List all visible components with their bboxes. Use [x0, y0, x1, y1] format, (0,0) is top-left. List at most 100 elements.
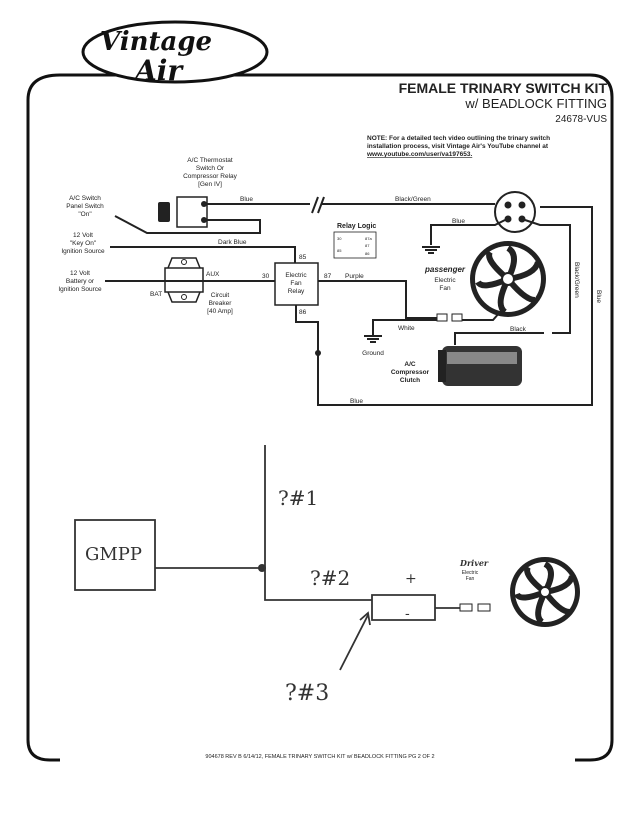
- fan-label-2: Fan: [439, 285, 451, 292]
- part-number: 24678-VUS: [555, 114, 607, 125]
- doc-subtitle: w/ BEADLOCK FITTING: [464, 96, 607, 111]
- thermostat-switch-icon: [158, 202, 170, 222]
- driver-fan-icon: [510, 557, 580, 627]
- svg-text:Ignition Source: Ignition Source: [61, 248, 105, 255]
- svg-text:87: 87: [365, 243, 370, 248]
- electric-fan-icon: [470, 241, 546, 317]
- gmpp-box: [74, 519, 156, 591]
- question-3: ?#3: [285, 681, 329, 706]
- bat-label: BAT: [150, 291, 162, 298]
- battery-label: 12 Volt Battery or Ignition Source: [58, 270, 102, 293]
- svg-text:"Key On": "Key On": [70, 240, 97, 247]
- relay-logic-pins: 30 87a 87 85 86: [337, 236, 372, 256]
- wire-label-black-green: Black/Green: [395, 196, 431, 203]
- wire-battery-purple: [105, 280, 437, 319]
- connector-male: [436, 313, 448, 322]
- svg-text:Compressor Relay: Compressor Relay: [183, 173, 238, 180]
- svg-text:Ignition Source: Ignition Source: [58, 286, 102, 293]
- svg-text:86: 86: [365, 251, 370, 256]
- svg-text:Vintage: Vintage: [100, 27, 212, 57]
- key-on-label: 12 Volt "Key On" Ignition Source: [61, 232, 105, 255]
- svg-text:Breaker: Breaker: [209, 300, 233, 307]
- minus-label: -: [405, 606, 410, 622]
- relay-label: Electric Fan Relay: [285, 272, 307, 295]
- ground-label: Ground: [362, 350, 384, 357]
- svg-text:"On": "On": [78, 211, 92, 218]
- note-url[interactable]: www.youtube.com/user/va197653.: [366, 151, 472, 158]
- svg-text:A/C Thermostat: A/C Thermostat: [187, 157, 233, 164]
- driver-label: Driver: [459, 558, 489, 568]
- wire-label-dark-blue: Dark Blue: [218, 239, 247, 246]
- svg-text:Circuit: Circuit: [211, 292, 230, 299]
- wire-blue-loop: [295, 206, 593, 406]
- fan-lead: [460, 311, 501, 321]
- svg-text:Compressor: Compressor: [391, 369, 430, 376]
- thermostat-label: A/C Thermostat Switch Or Compressor Rela…: [183, 157, 238, 188]
- fan-brand-label: passenger: [424, 265, 466, 274]
- note-line-1: NOTE: For a detailed tech video outlinin…: [367, 135, 550, 142]
- svg-text:Clutch: Clutch: [400, 377, 420, 384]
- pin-30: 30: [262, 273, 270, 280]
- wire-label-black: Black: [510, 326, 527, 333]
- hand-wire-vertical: [264, 445, 372, 601]
- svg-text:30: 30: [337, 236, 342, 241]
- svg-text:Switch Or: Switch Or: [196, 165, 225, 172]
- ground-icon: [422, 246, 440, 254]
- svg-text:[Gen IV]: [Gen IV]: [198, 181, 222, 188]
- page-border: [26, 73, 614, 762]
- wire-black-green: [454, 219, 571, 345]
- wire-label-blue-bottom: Blue: [350, 398, 363, 405]
- doc-title: FEMALE TRINARY SWITCH KIT: [399, 80, 608, 96]
- note-line-2: installation process, visit Vintage Air'…: [367, 143, 549, 150]
- question-1: ?#1: [278, 486, 318, 510]
- footer-text: 904678 REV B 6/14/12, FEMALE TRINARY SWI…: [205, 754, 434, 760]
- footer-bg: [60, 747, 575, 763]
- svg-text:87a: 87a: [365, 236, 372, 241]
- wire-label-purple: Purple: [345, 273, 364, 280]
- driver-fan-label-1: Electric: [462, 570, 479, 576]
- svg-text:Fan: Fan: [290, 280, 302, 287]
- svg-text:12 Volt: 12 Volt: [70, 270, 90, 277]
- ac-switch-label: A/C Switch Panel Switch "On": [66, 195, 104, 218]
- relay-logic-title: Relay Logic: [337, 223, 376, 230]
- pin-87: 87: [324, 273, 332, 280]
- ground-icon-2: [364, 335, 382, 343]
- svg-text:[40 Amp]: [40 Amp]: [207, 308, 233, 315]
- svg-text:12 Volt: 12 Volt: [73, 232, 93, 239]
- svg-text:Air: Air: [132, 54, 184, 87]
- svg-text:Panel Switch: Panel Switch: [66, 203, 104, 210]
- compressor-label: A/C Compressor Clutch: [391, 361, 430, 384]
- svg-text:Relay: Relay: [288, 288, 305, 295]
- wire-label-blue: Blue: [240, 196, 253, 203]
- relay-logic-box: [333, 231, 377, 259]
- wire-label-blue-right: Blue: [595, 290, 602, 303]
- svg-text:Electric: Electric: [285, 272, 307, 279]
- wire-switch: [114, 215, 261, 234]
- connector-female: [451, 313, 463, 322]
- wire-break: [311, 196, 325, 214]
- svg-text:A/C: A/C: [404, 361, 416, 368]
- unknown-device: [371, 594, 436, 621]
- wire-label-white: White: [398, 325, 415, 332]
- plus-label: +: [405, 571, 417, 587]
- question-2: ?#2: [310, 566, 350, 590]
- wire-label-black-green-side: Black/Green: [573, 262, 580, 298]
- compressor-clutch-icon: [438, 346, 522, 386]
- trinary-switch: [494, 191, 536, 233]
- fan-relay-box: [274, 262, 319, 306]
- pin-85: 85: [299, 254, 307, 261]
- driver-fan-label-2: Fan: [466, 576, 475, 582]
- svg-text:85: 85: [337, 248, 342, 253]
- wire-white: [372, 319, 437, 335]
- aux-label: AUX: [206, 271, 220, 278]
- svg-text:Battery or: Battery or: [66, 278, 95, 285]
- arrow-icon: [339, 611, 371, 671]
- wire-blue-ground: [430, 219, 506, 245]
- breaker-label: Circuit Breaker [40 Amp]: [207, 292, 233, 315]
- connector-hand: [459, 603, 473, 612]
- vintage-air-logo: Vintage Air: [81, 20, 269, 87]
- gmpp-label: GMPP: [85, 544, 142, 565]
- svg-text:A/C Switch: A/C Switch: [69, 195, 101, 202]
- fan-label-1: Electric: [434, 277, 456, 284]
